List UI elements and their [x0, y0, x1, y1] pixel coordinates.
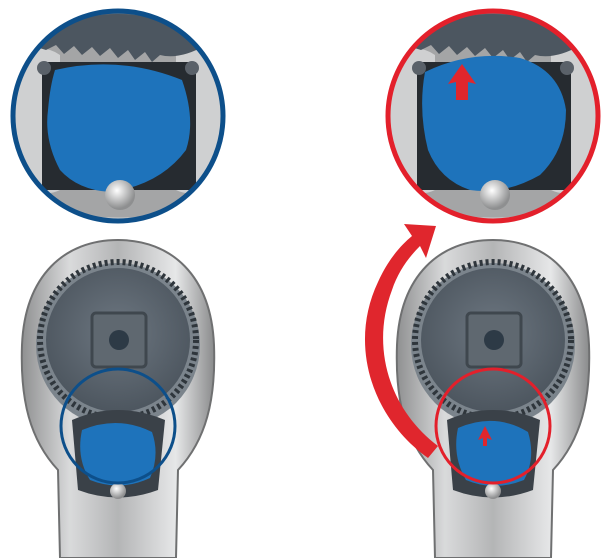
wrench-right-center [484, 330, 504, 350]
wrench-left-detent-ball [110, 483, 126, 499]
zoom-view-neutral [10, 8, 226, 224]
wrench-right-detent-ball [485, 483, 501, 499]
zoom-view-rotated [385, 8, 601, 224]
zoom-neutral-detent-ball [105, 180, 135, 210]
wrench-left [22, 240, 214, 558]
wrench-right [397, 240, 589, 558]
zoom-rotated-detent-ball [480, 180, 510, 210]
wrench-left-center [109, 330, 129, 350]
